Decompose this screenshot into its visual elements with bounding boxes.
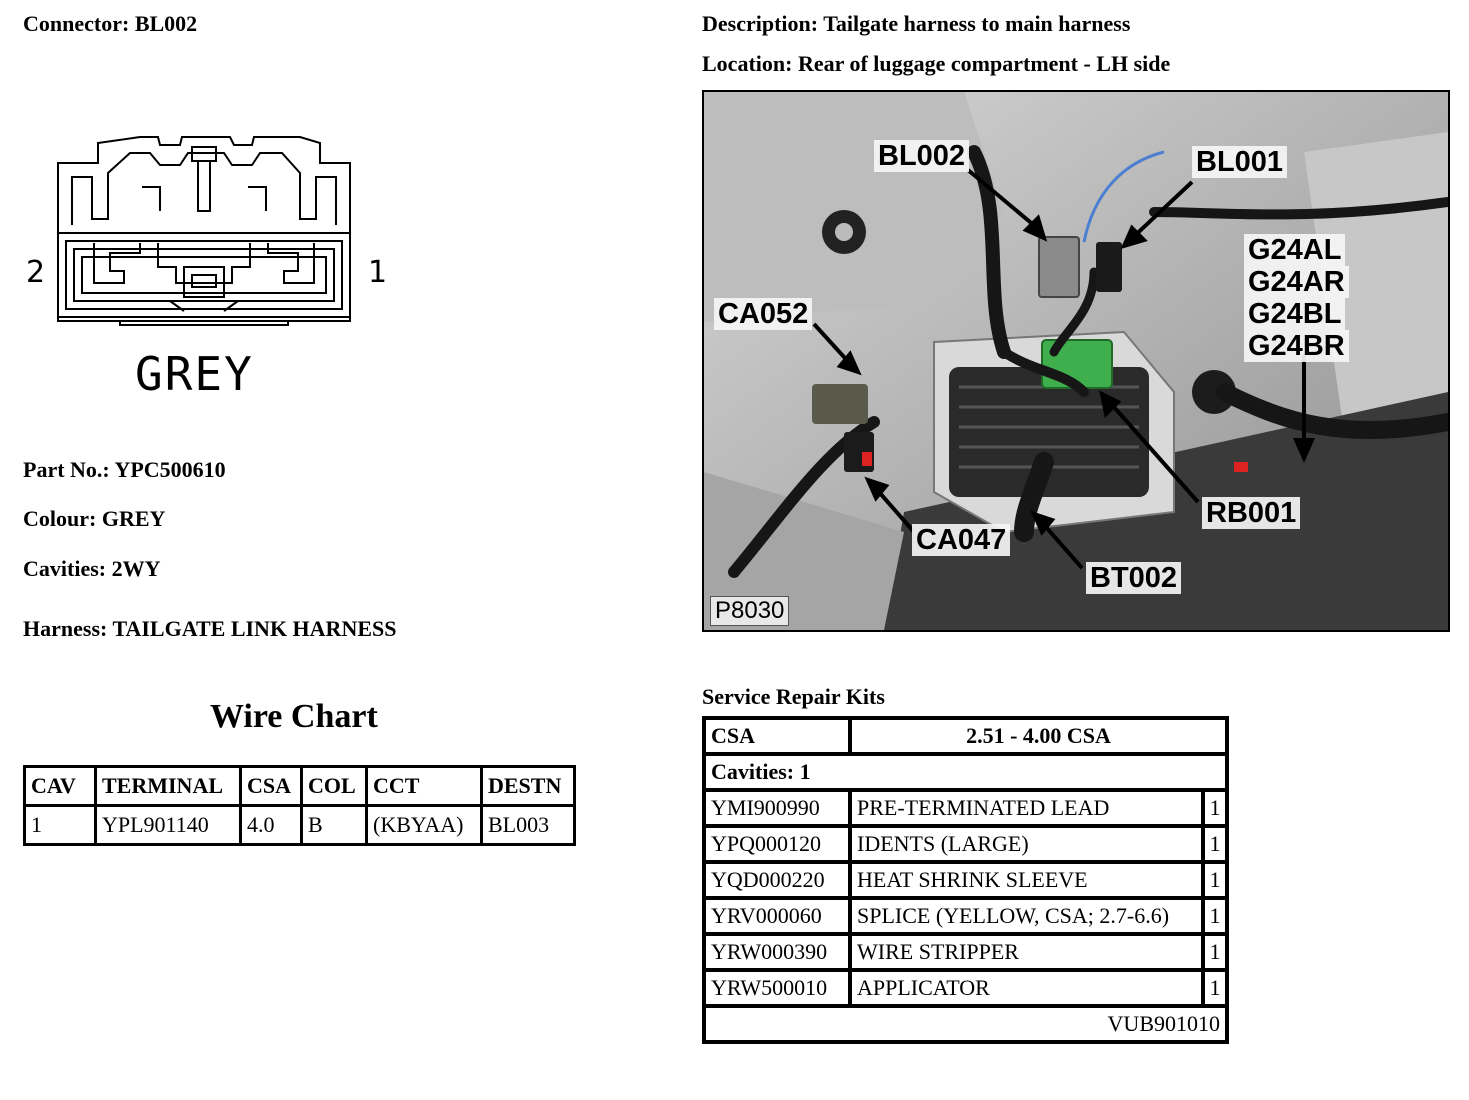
- colour-line: Colour: GREY: [23, 506, 165, 532]
- header-csa: CSA: [239, 765, 303, 807]
- harness-label: Harness:: [23, 616, 108, 641]
- kit-description: IDENTS (LARGE): [848, 824, 1205, 864]
- kit-quantity: 1: [1201, 896, 1229, 936]
- connector-colour-label: GREY: [135, 347, 254, 401]
- location-line: Location: Rear of luggage compartment - …: [702, 51, 1170, 77]
- callout-g24br: G24BR: [1244, 330, 1349, 362]
- kits-csa-row: CSA 2.51 - 4.00 CSA: [702, 716, 1229, 756]
- callout-ca052: CA052: [714, 298, 813, 330]
- harness-line: Harness: TAILGATE LINK HARNESS: [23, 616, 396, 642]
- kit-quantity: 1: [1201, 860, 1229, 900]
- kit-part-no: YPQ000120: [702, 824, 852, 864]
- kit-description: HEAT SHRINK SLEEVE: [848, 860, 1205, 900]
- pin-number-2: 2: [26, 255, 45, 290]
- table-row: YRV000060 SPLICE (YELLOW, CSA; 2.7-6.6) …: [702, 896, 1229, 936]
- cavities-line: Cavities: 2WY: [23, 556, 160, 582]
- callout-bl002: BL002: [874, 140, 970, 172]
- cell-cct: (KBYAA): [365, 804, 483, 846]
- location-value: Rear of luggage compartment - LH side: [797, 51, 1171, 76]
- table-row: YRW500010 APPLICATOR 1: [702, 968, 1229, 1008]
- wire-chart-title: Wire Chart: [210, 698, 378, 735]
- kit-quantity: 1: [1201, 932, 1229, 972]
- callout-bt002: BT002: [1086, 562, 1182, 594]
- colour-value: GREY: [101, 506, 166, 531]
- kit-part-no: YRV000060: [702, 896, 852, 936]
- location-photo: BL002 BL001 G24AL G24AR G24BL G24BR CA05…: [702, 90, 1450, 632]
- kit-part-no: YQD000220: [702, 860, 852, 900]
- wire-chart-header-row: CAV TERMINAL CSA COL CCT DESTN: [23, 765, 576, 807]
- kit-code: VUB901010: [702, 1004, 1229, 1044]
- kit-part-no: YRW500010: [702, 968, 852, 1008]
- connector-face-diagram: 2 1 GREY: [20, 125, 400, 405]
- kit-quantity: 1: [1201, 824, 1229, 864]
- description-line: Description: Tailgate harness to main ha…: [702, 11, 1130, 37]
- kit-description: WIRE STRIPPER: [848, 932, 1205, 972]
- table-row: YRW000390 WIRE STRIPPER 1: [702, 932, 1229, 972]
- header-destn: DESTN: [480, 765, 576, 807]
- part-no-label: Part No.:: [23, 457, 110, 482]
- cavities-label: Cavities:: [23, 556, 107, 581]
- location-label: Location:: [702, 51, 793, 76]
- header-terminal: TERMINAL: [94, 765, 242, 807]
- colour-label: Colour:: [23, 506, 97, 531]
- cell-destn: BL003: [480, 804, 576, 846]
- callout-ca047: CA047: [912, 524, 1011, 556]
- table-row: YQD000220 HEAT SHRINK SLEEVE 1: [702, 860, 1229, 900]
- connector-value: BL002: [134, 11, 198, 36]
- header-cav: CAV: [23, 765, 97, 807]
- connector-label: Connector:: [23, 11, 130, 36]
- pin-number-1: 1: [368, 255, 387, 290]
- connector-outline: 2 1 GREY: [26, 136, 387, 401]
- part-no-value: YPC500610: [114, 457, 226, 482]
- description-label: Description:: [702, 11, 819, 36]
- kit-description: PRE-TERMINATED LEAD: [848, 788, 1205, 828]
- connector-line: Connector: BL002: [23, 11, 197, 37]
- table-row: YMI900990 PRE-TERMINATED LEAD 1: [702, 788, 1229, 828]
- callout-g24bl: G24BL: [1244, 298, 1346, 330]
- header-cct: CCT: [365, 765, 483, 807]
- cell-cav: 1: [23, 804, 97, 846]
- kit-part-no: YRW000390: [702, 932, 852, 972]
- kits-cavities-row: Cavities: 1: [702, 752, 1229, 792]
- kit-description: SPLICE (YELLOW, CSA; 2.7-6.6): [848, 896, 1205, 936]
- wire-chart-table: CAV TERMINAL CSA COL CCT DESTN 1 YPL9011…: [23, 765, 576, 846]
- harness-value: TAILGATE LINK HARNESS: [112, 616, 397, 641]
- cell-col: B: [300, 804, 368, 846]
- csa-value: 2.51 - 4.00 CSA: [848, 716, 1229, 756]
- header-col: COL: [300, 765, 368, 807]
- callout-bl001: BL001: [1192, 146, 1288, 178]
- part-no-line: Part No.: YPC500610: [23, 457, 226, 483]
- table-row: YPQ000120 IDENTS (LARGE) 1: [702, 824, 1229, 864]
- kit-quantity: 1: [1201, 968, 1229, 1008]
- callout-g24al: G24AL: [1244, 234, 1346, 266]
- csa-label: CSA: [702, 716, 852, 756]
- service-repair-kits-table: CSA 2.51 - 4.00 CSA Cavities: 1 YMI90099…: [702, 716, 1229, 1044]
- cell-csa: 4.0: [239, 804, 303, 846]
- kit-quantity: 1: [1201, 788, 1229, 828]
- kits-cavities: Cavities: 1: [702, 752, 1229, 792]
- cavities-value: 2WY: [111, 556, 161, 581]
- service-repair-kits-title: Service Repair Kits: [702, 684, 885, 709]
- table-row: 1 YPL901140 4.0 B (KBYAA) BL003: [23, 804, 576, 846]
- callout-g24ar: G24AR: [1244, 266, 1349, 298]
- cell-terminal: YPL901140: [94, 804, 242, 846]
- kits-code-row: VUB901010: [702, 1004, 1229, 1044]
- kit-description: APPLICATOR: [848, 968, 1205, 1008]
- description-value: Tailgate harness to main harness: [823, 11, 1131, 36]
- photo-reference-code: P8030: [710, 596, 790, 626]
- callout-rb001: RB001: [1202, 497, 1301, 529]
- kit-part-no: YMI900990: [702, 788, 852, 828]
